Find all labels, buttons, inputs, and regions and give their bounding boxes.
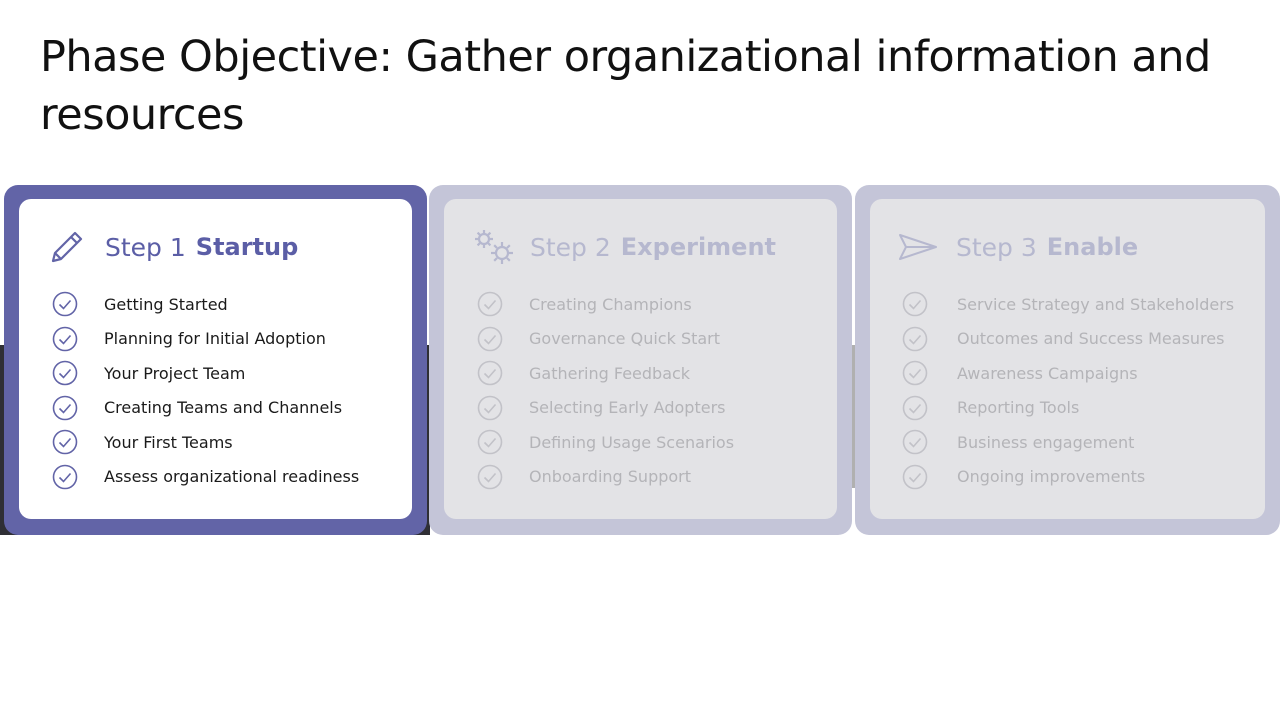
step-1-list: Getting Started Planning for Initial Ado… <box>52 287 359 494</box>
check-circle-icon <box>477 360 503 386</box>
check-circle-icon <box>477 291 503 317</box>
check-circle-icon <box>52 429 78 455</box>
step-1-card: Step 1 Startup Getting Started Planning … <box>19 199 412 519</box>
list-item-label: Your First Teams <box>104 432 233 452</box>
step-1-name: Startup <box>195 233 299 261</box>
list-item-label: Planning for Initial Adoption <box>104 329 326 349</box>
list-item[interactable]: Business engagement <box>902 425 1234 460</box>
list-item-label: Getting Started <box>104 294 228 314</box>
list-item-label: Defining Usage Scenarios <box>529 432 735 452</box>
list-item-label: Ongoing improvements <box>957 467 1146 487</box>
list-item-label: Creating Champions <box>529 294 692 314</box>
list-item-label: Business engagement <box>957 432 1135 452</box>
list-item[interactable]: Your Project Team <box>52 356 359 391</box>
list-item[interactable]: Onboarding Support <box>477 460 734 495</box>
check-circle-icon <box>902 429 928 455</box>
list-item[interactable]: Selecting Early Adopters <box>477 391 734 426</box>
check-circle-icon <box>477 326 503 352</box>
list-item[interactable]: Gathering Feedback <box>477 356 734 391</box>
check-circle-icon <box>902 326 928 352</box>
step-2-header: Step 2 Experiment <box>472 227 776 267</box>
list-item-label: Reporting Tools <box>957 398 1080 418</box>
step-3-list: Service Strategy and Stakeholders Outcom… <box>902 287 1234 494</box>
list-item[interactable]: Your First Teams <box>52 425 359 460</box>
list-item[interactable]: Getting Started <box>52 287 359 322</box>
check-circle-icon <box>902 360 928 386</box>
list-item[interactable]: Governance Quick Start <box>477 322 734 357</box>
step-1-label: Step 1 <box>105 232 186 262</box>
step-3-header: Step 3 Enable <box>898 227 1138 267</box>
step-3-panel[interactable]: Step 3 Enable Service Strategy and Stake… <box>855 185 1280 535</box>
list-item-label: Your Project Team <box>104 363 246 383</box>
step-2-name: Experiment <box>620 233 777 261</box>
step-3-card: Step 3 Enable Service Strategy and Stake… <box>870 199 1265 519</box>
gears-icon <box>472 227 513 267</box>
list-item[interactable]: Planning for Initial Adoption <box>52 322 359 357</box>
check-circle-icon <box>477 464 503 490</box>
check-circle-icon <box>52 395 78 421</box>
list-item-label: Onboarding Support <box>529 467 692 487</box>
step-1-header: Step 1 Startup <box>47 227 298 267</box>
step-2-card: Step 2 Experiment Creating Champions Gov… <box>444 199 837 519</box>
list-item[interactable]: Outcomes and Success Measures <box>902 322 1234 357</box>
check-circle-icon <box>52 326 78 352</box>
list-item[interactable]: Ongoing improvements <box>902 460 1234 495</box>
list-item[interactable]: Defining Usage Scenarios <box>477 425 734 460</box>
list-item-label: Selecting Early Adopters <box>529 398 726 418</box>
step-3-name: Enable <box>1046 233 1139 261</box>
list-item[interactable]: Assess organizational readiness <box>52 460 359 495</box>
check-circle-icon <box>477 429 503 455</box>
list-item-label: Governance Quick Start <box>529 329 721 349</box>
step-2-list: Creating Champions Governance Quick Star… <box>477 287 734 494</box>
send-icon <box>898 227 938 267</box>
check-circle-icon <box>52 464 78 490</box>
check-circle-icon <box>902 464 928 490</box>
list-item[interactable]: Creating Teams and Channels <box>52 391 359 426</box>
steps-band: Step 1 Startup Getting Started Planning … <box>0 183 1280 537</box>
list-item[interactable]: Creating Champions <box>477 287 734 322</box>
pencil-icon <box>47 227 87 267</box>
list-item-label: Service Strategy and Stakeholders <box>957 294 1235 314</box>
list-item[interactable]: Awareness Campaigns <box>902 356 1234 391</box>
step-1-panel[interactable]: Step 1 Startup Getting Started Planning … <box>4 185 427 535</box>
list-item-label: Awareness Campaigns <box>957 363 1138 383</box>
check-circle-icon <box>477 395 503 421</box>
check-circle-icon <box>902 291 928 317</box>
step-2-label: Step 2 <box>530 232 611 262</box>
list-item-label: Outcomes and Success Measures <box>957 329 1225 349</box>
list-item[interactable]: Service Strategy and Stakeholders <box>902 287 1234 322</box>
step-2-panel[interactable]: Step 2 Experiment Creating Champions Gov… <box>429 185 852 535</box>
check-circle-icon <box>902 395 928 421</box>
list-item[interactable]: Reporting Tools <box>902 391 1234 426</box>
list-item-label: Creating Teams and Channels <box>104 398 343 418</box>
step-3-label: Step 3 <box>956 232 1037 262</box>
check-circle-icon <box>52 360 78 386</box>
slide-title: Phase Objective: Gather organizational i… <box>40 32 1211 140</box>
list-item-label: Gathering Feedback <box>529 363 691 383</box>
check-circle-icon <box>52 291 78 317</box>
list-item-label: Assess organizational readiness <box>104 467 360 487</box>
